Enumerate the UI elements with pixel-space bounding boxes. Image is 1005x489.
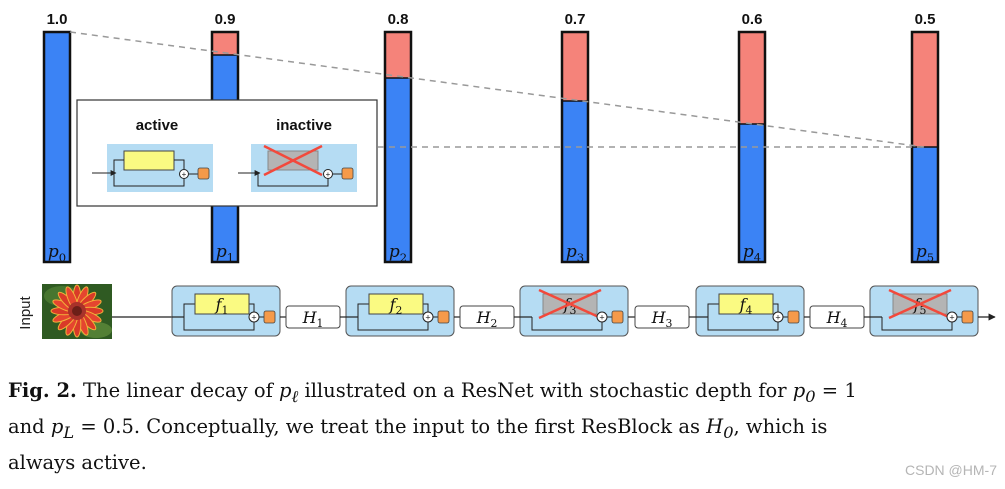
bar-outline-0: [42, 30, 72, 264]
bar-p-label-0: p0: [48, 242, 66, 264]
inactive-cross: [888, 288, 952, 320]
resblock-5: f5+: [869, 285, 979, 337]
h-label-2: H2: [476, 308, 498, 330]
caption-eq-p0: p0: [792, 379, 816, 406]
resblock-sum-plus: +: [425, 313, 430, 323]
bar-value-label-1: 0.9: [215, 11, 236, 28]
linear-decay-line: [69, 31, 925, 148]
bar-drop-segment-1: [212, 32, 238, 55]
resblock-relu: [961, 310, 974, 324]
resblock-f-box: [718, 293, 774, 315]
bar-survival-segment-3: [562, 101, 588, 262]
resblock-sum-plus: +: [775, 313, 780, 323]
bar-drop-segment-5: [912, 32, 938, 147]
caption-fig-label: Fig. 2.: [8, 379, 77, 402]
resblock-3: f3+: [519, 285, 629, 337]
bar-survival-segment-0: [44, 32, 70, 262]
resblock-4: f4 +: [695, 285, 805, 337]
stochastic-depth-figure: 1.0 p0 0.9 p1 0.8 p2 0.7 p3 0.6 p4 0.5 p5 active in…: [17, 11, 996, 339]
bar-p-label-2: p2: [389, 242, 407, 264]
legend-inactive-block: +: [238, 144, 357, 192]
bar-value-label-2: 0.8: [388, 11, 409, 28]
input-label: Input: [17, 295, 34, 329]
resblock-relu: [263, 310, 276, 324]
resblock-branch-out: [423, 303, 429, 312]
resblock-branch-out: [249, 303, 255, 312]
caption-eq-p0-value: = 1: [815, 379, 857, 402]
caption-h0: H0: [706, 414, 734, 442]
resblock-skip: [531, 317, 603, 331]
bar-value-label-3: 0.7: [565, 11, 586, 28]
resblock-branch-in: [183, 303, 195, 317]
bar-value-label-4: 0.6: [742, 11, 763, 28]
svg-text:+: +: [182, 170, 187, 179]
bar-survival-segment-2: [385, 78, 411, 262]
bar-drop-segment-4: [739, 32, 765, 124]
bar-value-label-5: 0.5: [915, 11, 936, 28]
caption-text-3: and: [8, 414, 51, 438]
resblock-f-label-4: f4: [739, 295, 753, 317]
resblock-f-box: [368, 293, 424, 315]
resblock-f-label-2: f2: [389, 295, 403, 317]
resblock-1: f1 +: [171, 285, 281, 337]
caption-text-5: , which is: [733, 414, 828, 438]
resblock-f-label-1: f1: [215, 295, 229, 317]
bar-p-label-5: p5: [916, 242, 934, 264]
h-label-3: H3: [651, 308, 673, 330]
resblock-skip: [881, 317, 953, 331]
inactive-cross: [538, 288, 602, 320]
active-inactive-legend: active inactive + +: [76, 99, 378, 207]
bar-p-label-3: p3: [566, 242, 584, 264]
h-label-4: H4: [826, 308, 848, 330]
bar-survival-segment-5: [912, 147, 938, 262]
caption-eq-pL-value: = 0.5: [74, 414, 134, 438]
caption-text-2: illustrated on a ResNet with stochastic …: [298, 379, 793, 402]
caption-text-6: always active.: [8, 450, 147, 474]
figure-caption: Fig. 2. The linear decay of pℓ illustrat…: [8, 376, 998, 478]
input-image: [42, 284, 112, 339]
resblock-relu: [437, 310, 450, 324]
resblock-branch-in: [707, 303, 719, 317]
bar-p-label-1: p1: [216, 242, 234, 264]
resblock-branch-out: [773, 303, 779, 312]
resblock-relu: [611, 310, 624, 324]
bar-drop-segment-3: [562, 32, 588, 101]
resblock-relu: [787, 310, 800, 324]
resblock-f-box: [194, 293, 250, 315]
legend-active-label: active: [136, 117, 179, 134]
svg-text:+: +: [326, 170, 331, 179]
csdn-watermark: CSDN @HM-7: [905, 462, 997, 478]
legend-inactive-label: inactive: [276, 117, 332, 134]
resblock-sum-plus: +: [251, 313, 256, 323]
resblock-skip: [357, 317, 429, 331]
caption-text-4: . Conceptually, we treat the input to th…: [133, 414, 707, 438]
resblock-2: f2 +: [345, 285, 455, 337]
caption-text-1: The linear decay of: [76, 379, 279, 402]
bar-drop-segment-2: [385, 32, 411, 78]
resblock-skip: [183, 317, 255, 331]
resblock-skip: [707, 317, 779, 331]
caption-eq-pL: pL: [50, 414, 75, 442]
resblock-sum-plus: +: [949, 313, 954, 323]
h-label-1: H1: [302, 308, 324, 330]
legend-active-block: +: [92, 144, 213, 192]
caption-p-ell: pℓ: [279, 379, 299, 406]
bar-p-label-4: p4: [743, 242, 761, 264]
bar-value-label-0: 1.0: [47, 11, 68, 28]
resblock-branch-in: [357, 303, 369, 317]
resblock-sum-plus: +: [599, 313, 604, 323]
